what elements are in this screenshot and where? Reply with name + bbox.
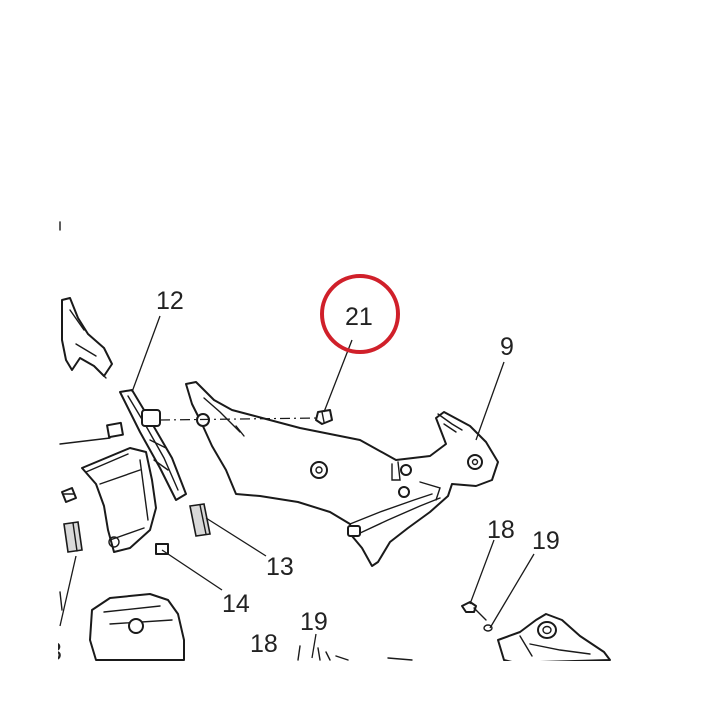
spacer-pads	[106, 421, 169, 555]
rubber-block-left	[63, 521, 83, 553]
callout-12: 12	[156, 287, 184, 315]
crop-mask-right	[612, 600, 720, 720]
part-9-side-panel	[185, 381, 499, 567]
callout-18-right: 18	[487, 516, 515, 544]
callout-9: 9	[500, 333, 514, 361]
callout-13: 13	[266, 553, 294, 581]
side-cover-left	[61, 447, 157, 553]
part-13-rubber-block	[189, 503, 211, 537]
left-edge-fragments	[59, 221, 113, 445]
callout-19-right: 19	[532, 527, 560, 555]
bottom-right-bracket	[497, 613, 611, 665]
leader-lines	[59, 315, 535, 659]
callout-21: 21	[345, 303, 373, 331]
bottom-left-cover	[59, 591, 185, 661]
callout-18-bottom: 18	[250, 630, 278, 658]
bottom-middle-fragments	[297, 645, 413, 661]
callout-14: 14	[222, 590, 250, 618]
highlight-ring	[320, 274, 400, 354]
callout-19-bottom: 19	[300, 608, 328, 636]
part-21-screw	[159, 409, 333, 425]
part-12-bracket	[119, 389, 187, 501]
part-18-19-right	[461, 601, 493, 632]
crop-mask-left	[0, 0, 58, 720]
crop-mask-bottom	[0, 661, 720, 720]
